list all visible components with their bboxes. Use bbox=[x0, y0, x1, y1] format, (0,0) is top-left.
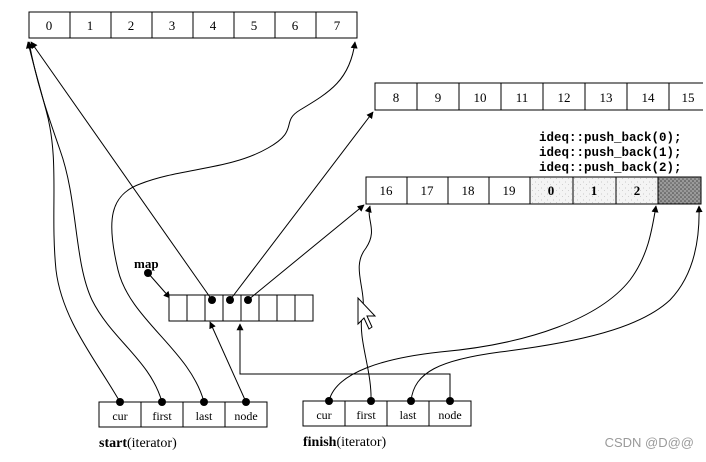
buffer-a-label: 7 bbox=[334, 18, 341, 33]
start-suffix: (iterator) bbox=[127, 436, 177, 451]
finish-field-label: node bbox=[438, 408, 461, 422]
map-arrows bbox=[30, 41, 374, 301]
buffer-a-cell bbox=[315, 11, 358, 39]
map-label: map bbox=[134, 256, 159, 271]
code-block: ideq::push_back(0); ideq::push_back(1); … bbox=[539, 131, 682, 175]
finish-first-cell bbox=[344, 400, 388, 427]
buffer-c-label: 2 bbox=[634, 183, 641, 198]
buffer-b-label: 15 bbox=[682, 90, 695, 105]
finish-field-label: last bbox=[400, 408, 417, 422]
buffer-b-label: 13 bbox=[600, 90, 613, 105]
buffer-b-label: 9 bbox=[435, 90, 442, 105]
finish-name: finish bbox=[303, 435, 337, 450]
buffer-c-cell bbox=[365, 176, 408, 205]
map-to-buffer-a-arrow bbox=[30, 41, 213, 301]
buffer-c-label: 19 bbox=[503, 183, 516, 198]
buffer-b-label: 14 bbox=[642, 90, 656, 105]
finish-pointers bbox=[236, 205, 703, 402]
buffer-c-cell-new bbox=[572, 176, 617, 205]
buffer-a: 0 1 2 3 4 5 6 7 bbox=[28, 11, 358, 39]
finish-field-label: cur bbox=[316, 408, 331, 422]
start-last-pointer bbox=[111, 41, 358, 403]
map-pointer-arrow bbox=[147, 272, 171, 299]
start-field-label: last bbox=[196, 409, 213, 423]
start-name: start bbox=[99, 436, 127, 451]
buffer-a-cell bbox=[274, 11, 317, 39]
buffer-b-cell bbox=[626, 82, 670, 111]
buffer-c-label: 17 bbox=[421, 183, 435, 198]
start-node-pointer bbox=[209, 321, 247, 403]
buffer-a-cell bbox=[192, 11, 235, 39]
buffer-b-label: 10 bbox=[474, 90, 487, 105]
buffer-a-label: 1 bbox=[87, 18, 94, 33]
buffer-c-label: 0 bbox=[548, 183, 555, 198]
buffer-b-cell bbox=[542, 82, 586, 111]
buffer-c: 16 17 18 19 0 1 2 bbox=[365, 176, 702, 205]
buffer-b-label: 12 bbox=[558, 90, 571, 105]
buffer-c-cell-new bbox=[529, 176, 574, 205]
buffer-a-label: 0 bbox=[46, 18, 53, 33]
buffer-a-cell bbox=[69, 11, 112, 39]
start-field-label: first bbox=[152, 409, 172, 423]
start-last-cell bbox=[182, 401, 226, 428]
map-cell bbox=[258, 294, 278, 322]
buffer-b-label: 8 bbox=[393, 90, 400, 105]
finish-field-label: first bbox=[356, 408, 376, 422]
buffer-a-cell bbox=[110, 11, 153, 39]
start-cur-cell bbox=[98, 401, 142, 428]
map-cell bbox=[294, 294, 314, 322]
buffer-b-label: 11 bbox=[516, 90, 529, 105]
map-to-buffer-b-arrow bbox=[229, 111, 374, 301]
buffer-b-cell bbox=[500, 82, 544, 111]
start-node-cell bbox=[224, 401, 268, 428]
buffer-b-cell bbox=[374, 82, 418, 111]
buffer-b-cell bbox=[416, 82, 460, 111]
start-pointers bbox=[25, 41, 358, 403]
finish-suffix: (iterator) bbox=[336, 435, 386, 450]
finish-last-pointer bbox=[410, 205, 703, 402]
buffer-b-cell bbox=[584, 82, 628, 111]
map-cell bbox=[186, 294, 206, 322]
buffer-a-cell bbox=[233, 11, 276, 39]
buffer-c-label: 1 bbox=[591, 183, 598, 198]
cursor-icon bbox=[357, 296, 377, 330]
start-first-pointer bbox=[26, 41, 163, 403]
map: map bbox=[134, 256, 314, 322]
buffer-c-label: 16 bbox=[380, 183, 394, 198]
map-cell bbox=[168, 294, 188, 322]
code-line: ideq::push_back(1); bbox=[539, 146, 682, 160]
finish-node-cell bbox=[428, 400, 472, 427]
watermark: CSDN @D@@ bbox=[605, 435, 694, 450]
start-caption: start(iterator) bbox=[99, 436, 177, 451]
finish-caption: finish(iterator) bbox=[303, 435, 387, 450]
code-line: ideq::push_back(2); bbox=[539, 161, 682, 175]
finish-cur-pointer bbox=[328, 205, 659, 402]
buffer-a-cell bbox=[28, 11, 71, 39]
finish-iterator: cur first last node finish(iterator) bbox=[302, 397, 472, 450]
buffer-c-cell-empty bbox=[657, 176, 702, 205]
finish-first-pointer bbox=[358, 205, 372, 402]
start-iterator: cur first last node start(iterator) bbox=[98, 398, 268, 451]
buffer-c-cell bbox=[406, 176, 449, 205]
buffer-c-cell-new bbox=[615, 176, 659, 205]
finish-node-pointer bbox=[236, 323, 451, 401]
buffer-a-label: 4 bbox=[210, 18, 217, 33]
buffer-c-label: 18 bbox=[462, 183, 475, 198]
start-field-label: cur bbox=[112, 409, 127, 423]
buffer-b: 8 9 10 11 12 13 14 15 bbox=[374, 82, 703, 111]
buffer-a-label: 6 bbox=[292, 18, 299, 33]
code-line: ideq::push_back(0); bbox=[539, 131, 682, 145]
start-field-label: node bbox=[234, 409, 257, 423]
map-cell bbox=[276, 294, 296, 322]
buffer-a-label: 3 bbox=[169, 18, 176, 33]
map-to-buffer-c-arrow bbox=[247, 204, 365, 301]
buffer-a-label: 5 bbox=[251, 18, 258, 33]
buffer-a-label: 2 bbox=[128, 18, 135, 33]
